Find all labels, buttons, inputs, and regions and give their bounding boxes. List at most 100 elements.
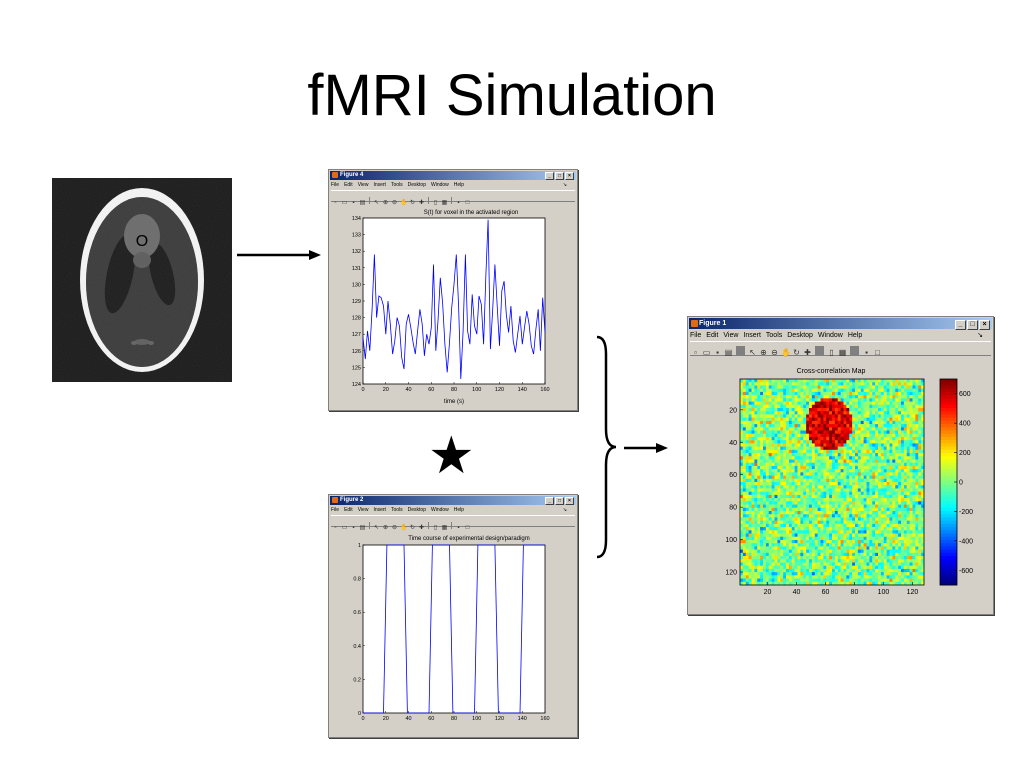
menu-tools[interactable]: Tools	[390, 507, 403, 513]
menu-edit[interactable]: Edit	[344, 182, 353, 188]
pan-hand-icon[interactable]: ✋	[781, 348, 791, 357]
data-cursor-icon[interactable]: ✚	[804, 348, 811, 357]
show-plot-tools-icon[interactable]: □	[465, 200, 470, 206]
new-figure-icon[interactable]: ▫	[334, 525, 337, 531]
colorbar-icon[interactable]: ▯	[433, 525, 438, 531]
edit-plot-arrow-icon[interactable]: ↖	[373, 200, 380, 206]
menu-insert[interactable]: Insert	[743, 332, 761, 339]
maximize-button[interactable]: □	[555, 172, 564, 180]
figure4-window[interactable]: Figure 4 _□× File Edit View Insert Tools Desk…	[328, 169, 578, 411]
hide-plot-tools-icon[interactable]: ▪	[865, 348, 868, 357]
menu-file[interactable]: File	[331, 182, 340, 188]
legend-icon[interactable]: ▦	[441, 200, 448, 206]
menu-window[interactable]: Window	[817, 332, 843, 339]
data-cursor-icon[interactable]: ✚	[418, 525, 425, 531]
heatmap-cell	[786, 556, 790, 560]
heatmap-cell	[883, 391, 887, 396]
maximize-button[interactable]: □	[967, 320, 978, 330]
edit-plot-arrow-icon[interactable]: ↖	[749, 348, 756, 357]
heatmap-cell	[918, 433, 922, 438]
zoom-out-icon[interactable]: ⊖	[771, 348, 778, 357]
print-icon[interactable]: ▤	[359, 525, 366, 531]
hide-plot-tools-icon[interactable]: ▪	[457, 200, 460, 206]
minimize-button[interactable]: _	[545, 497, 554, 505]
print-icon[interactable]: ▤	[359, 200, 366, 206]
heatmap-cell	[880, 543, 885, 547]
menu-window[interactable]: Window	[430, 182, 449, 188]
menu-insert[interactable]: Insert	[373, 507, 386, 513]
close-button[interactable]: ×	[565, 172, 574, 180]
save-icon[interactable]: ▪	[716, 348, 719, 357]
heatmap-cell	[895, 475, 899, 480]
rotate-3d-icon[interactable]: ↻	[409, 525, 416, 531]
menu-view[interactable]: View	[723, 332, 739, 339]
menu-view[interactable]: View	[357, 182, 369, 188]
save-icon[interactable]: ▪	[352, 200, 355, 206]
save-icon[interactable]: ▪	[352, 525, 355, 531]
menu-file[interactable]: File	[331, 507, 340, 513]
menu-help[interactable]: Help	[453, 182, 465, 188]
figure4-titlebar[interactable]: Figure 4 _□×	[330, 171, 576, 180]
new-figure-icon[interactable]: ▫	[334, 200, 337, 206]
zoom-out-icon[interactable]: ⊖	[391, 525, 398, 531]
menu-file[interactable]: File	[690, 332, 702, 339]
open-file-icon[interactable]: ▭	[341, 200, 348, 206]
zoom-out-icon[interactable]: ⊖	[391, 200, 398, 206]
menu-insert[interactable]: Insert	[373, 182, 386, 188]
heatmap-cell	[806, 501, 810, 505]
figure2-window[interactable]: Figure 2 _□× File Edit View Insert Tools Desk…	[328, 494, 578, 738]
zoom-in-icon[interactable]: ⊕	[382, 200, 389, 206]
heatmap-cell	[829, 446, 833, 451]
colorbar-icon[interactable]: ▯	[433, 200, 438, 206]
heatmap-cell	[901, 517, 905, 521]
figure2-titlebar[interactable]: Figure 2 _□×	[330, 496, 576, 505]
data-cursor-icon[interactable]: ✚	[418, 200, 425, 206]
heatmap-cell	[832, 482, 836, 486]
pan-hand-icon[interactable]: ✋	[400, 525, 408, 531]
menu-desktop[interactable]: Desktop	[407, 182, 426, 188]
zoom-in-icon[interactable]: ⊕	[760, 348, 767, 357]
heatmap-cell	[826, 552, 830, 557]
heatmap-cell	[814, 546, 818, 550]
open-file-icon[interactable]: ▭	[341, 525, 348, 531]
pan-hand-icon[interactable]: ✋	[400, 200, 408, 206]
heatmap-cell	[886, 395, 890, 399]
edit-plot-arrow-icon[interactable]: ↖	[373, 525, 380, 531]
open-file-icon[interactable]: ▭	[702, 348, 711, 357]
minimize-button[interactable]: _	[545, 172, 554, 180]
close-button[interactable]: ×	[565, 497, 574, 505]
new-figure-icon[interactable]: ▫	[694, 348, 697, 357]
legend-icon[interactable]: ▦	[441, 525, 448, 531]
menu-desktop[interactable]: Desktop	[407, 507, 426, 513]
hide-plot-tools-icon[interactable]: ▪	[457, 525, 460, 531]
menu-view[interactable]: View	[357, 507, 369, 513]
heatmap-cell	[883, 539, 887, 544]
menu-edit[interactable]: Edit	[706, 332, 719, 339]
menu-tools[interactable]: Tools	[390, 182, 403, 188]
menu-edit[interactable]: Edit	[344, 507, 353, 513]
menu-arrow-icon[interactable]: ↘	[562, 507, 567, 513]
menu-desktop[interactable]: Desktop	[787, 332, 813, 339]
heatmap-cell	[880, 446, 885, 451]
menu-arrow-icon[interactable]: ↘	[977, 332, 983, 339]
figure1-window[interactable]: Figure 1 _□× File Edit View Insert Tools Desk…	[687, 316, 994, 615]
legend-icon[interactable]: ▦	[838, 348, 847, 357]
menu-help[interactable]: Help	[847, 332, 863, 339]
menu-window[interactable]: Window	[430, 507, 449, 513]
heatmap-cell	[869, 388, 873, 393]
menu-help[interactable]: Help	[453, 507, 465, 513]
figure1-titlebar[interactable]: Figure 1 _□×	[689, 318, 992, 330]
maximize-button[interactable]: □	[555, 497, 564, 505]
colorbar-icon[interactable]: ▯	[829, 348, 834, 357]
rotate-3d-icon[interactable]: ↻	[793, 348, 800, 357]
zoom-in-icon[interactable]: ⊕	[382, 525, 389, 531]
menu-arrow-icon[interactable]: ↘	[562, 182, 567, 188]
rotate-3d-icon[interactable]: ↻	[409, 200, 416, 206]
print-icon[interactable]: ▤	[724, 348, 733, 357]
menu-tools[interactable]: Tools	[765, 332, 783, 339]
heatmap-cell	[783, 465, 787, 470]
show-plot-tools-icon[interactable]: □	[875, 348, 880, 357]
minimize-button[interactable]: _	[955, 320, 966, 330]
show-plot-tools-icon[interactable]: □	[465, 525, 470, 531]
close-button[interactable]: ×	[979, 320, 990, 330]
